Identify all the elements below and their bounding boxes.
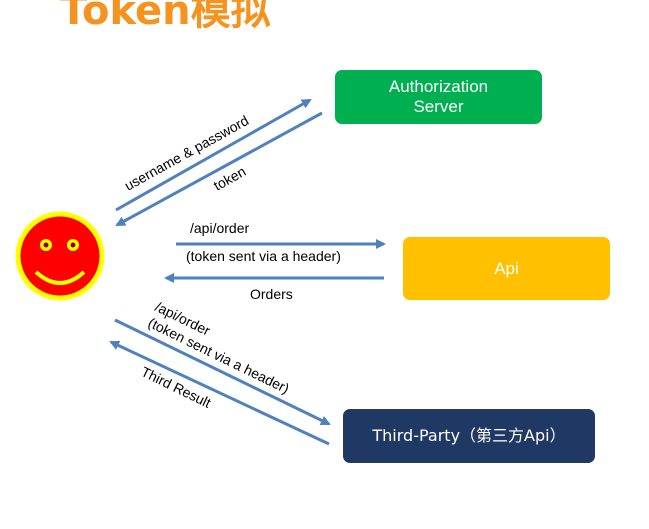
page-title: Token模拟	[60, 0, 271, 34]
label-third-result: Third Result	[139, 363, 214, 411]
arrow-token	[115, 111, 323, 227]
authorization-server-box: Authorization Server	[335, 70, 542, 124]
arrow-credentials	[115, 98, 312, 212]
arrow-third-request	[114, 318, 331, 426]
api-label: Api	[494, 258, 519, 278]
label-token: token	[211, 163, 249, 194]
authorization-server-label: Authorization Server	[388, 77, 489, 116]
api-box: Api	[403, 237, 610, 300]
label-orders: Orders	[250, 286, 293, 302]
label-api-order-1: /api/order	[190, 220, 250, 236]
arrow-third-result	[109, 340, 330, 446]
smiley-face-icon	[15, 211, 105, 301]
third-party-label: Third-Party（第三方Api）	[372, 426, 566, 445]
label-token-header-1: (token sent via a header)	[186, 248, 341, 264]
third-party-box: Third-Party（第三方Api）	[343, 409, 595, 463]
